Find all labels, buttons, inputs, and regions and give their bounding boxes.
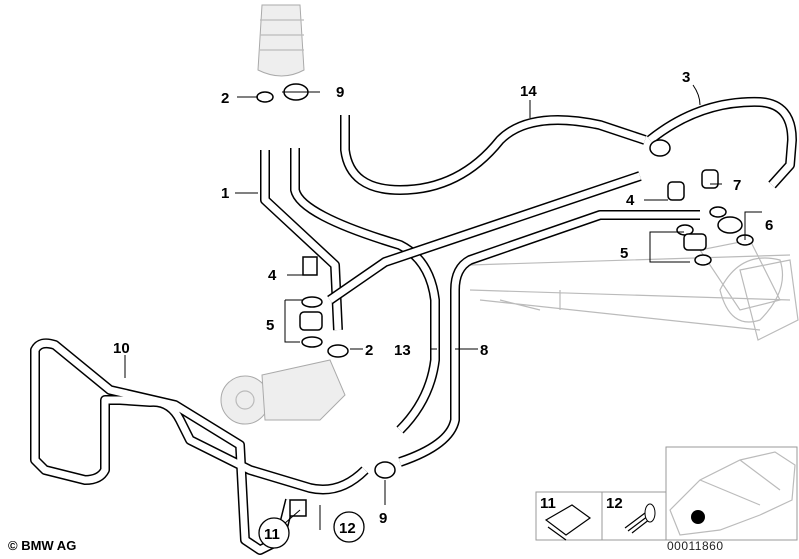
callout-9: 9 (336, 84, 344, 101)
reference-number: 00011860 (667, 539, 724, 553)
banjo-fitting-5 (299, 311, 323, 331)
inset-label-12: 12 (606, 495, 623, 512)
callout-10: 10 (113, 340, 130, 357)
callout-2: 2 (221, 90, 229, 107)
callout-5: 5 (620, 245, 628, 262)
callout-1: 1 (221, 185, 229, 202)
pipe-13-inner (291, 148, 439, 433)
car-outline (669, 451, 796, 536)
callout-3: 3 (682, 69, 690, 86)
callout-7: 7 (733, 177, 741, 194)
callout-5: 5 (266, 317, 274, 334)
pressure-line-inner (328, 172, 642, 303)
callout-12: 12 (339, 520, 356, 537)
washer-5b (301, 336, 323, 348)
clamp-2-lower (327, 344, 349, 358)
line-3 (646, 96, 797, 189)
callout-8: 8 (480, 342, 488, 359)
pipe-8 (398, 210, 700, 467)
speed-nut-icon (544, 504, 592, 541)
inset-label-11: 11 (540, 495, 556, 512)
bracket (289, 499, 307, 517)
fluid-reservoir (257, 4, 305, 77)
clamp-9-lower (374, 461, 396, 479)
leader-lines (124, 84, 762, 530)
screw-icon (624, 512, 651, 534)
callout-9: 9 (379, 510, 387, 527)
bolt-7 (701, 169, 719, 189)
hose-14-inner (341, 115, 647, 194)
callout-11: 11 (264, 526, 280, 543)
line-3-inner (647, 98, 796, 188)
clamp-2-top (256, 91, 274, 103)
callout-4: 4 (268, 267, 277, 284)
hose-lines (30, 96, 797, 555)
callout-4: 4 (626, 192, 635, 209)
callout-2: 2 (365, 342, 373, 359)
location-marker (691, 510, 705, 524)
pipe-8-inner (398, 211, 700, 466)
callout-14: 14 (520, 83, 537, 100)
banjo-bolt-4-right (667, 181, 685, 201)
callout-6: 6 (765, 217, 773, 234)
power-steering-pump (220, 359, 346, 425)
washer-5a (301, 296, 323, 308)
copyright: © BMW AG (8, 538, 77, 553)
callout-13: 13 (394, 342, 411, 359)
cooler-10-inner (31, 339, 368, 554)
banjo-bolt-4 (302, 256, 318, 276)
parts-inset: 11 12 (535, 446, 798, 541)
steering-rack (469, 239, 799, 341)
